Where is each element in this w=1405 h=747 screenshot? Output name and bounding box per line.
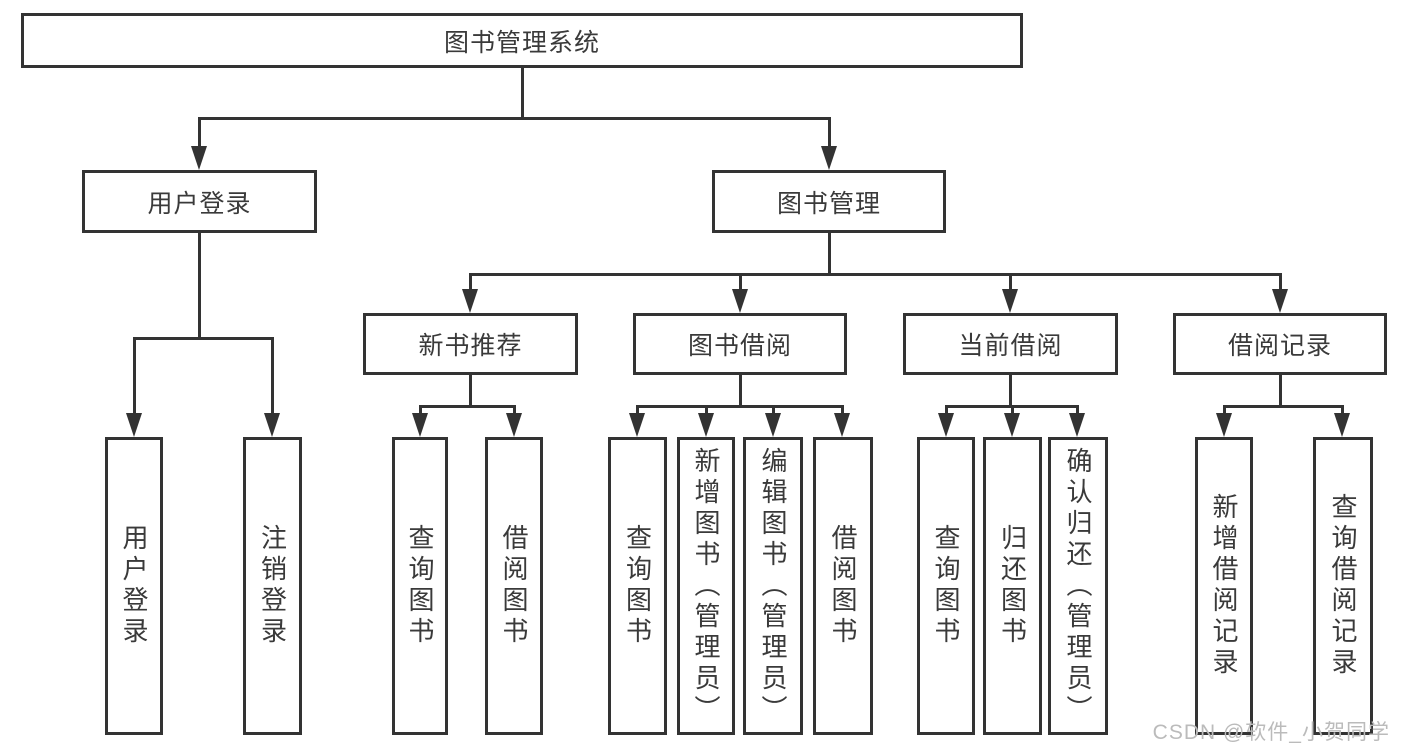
- node-current-borrow-label: 当前借阅: [958, 332, 1063, 360]
- connector-line: [198, 233, 201, 337]
- node-library-system-label: 图书管理系统: [443, 28, 600, 57]
- node-library-system: 图书管理系统: [21, 13, 1023, 68]
- arrow-down-icon: [834, 413, 850, 437]
- connector-line: [133, 337, 274, 340]
- connector-line: [1076, 405, 1079, 415]
- leaf-confirm-return-admin: 确认归还（管理员）: [1048, 437, 1108, 735]
- connector-line: [1341, 405, 1344, 415]
- connector-line: [1279, 273, 1282, 291]
- arrow-down-icon: [732, 289, 748, 313]
- node-borrow-records-label: 借阅记录: [1227, 332, 1332, 360]
- leaf-query-book-current: 查询图书: [917, 437, 975, 735]
- connector-line: [419, 405, 422, 415]
- connector-line: [198, 117, 831, 120]
- node-book-management: 图书管理: [712, 170, 946, 233]
- leaf-edit-book-admin: 编辑图书（管理员）: [743, 437, 803, 735]
- node-borrow-records: 借阅记录: [1173, 313, 1387, 375]
- connector-line: [945, 405, 948, 415]
- connector-line: [739, 375, 742, 405]
- leaf-add-borrow-record-label: 新增借阅记录: [1209, 493, 1239, 679]
- leaf-confirm-return-admin-label: 确认归还（管理员）: [1063, 446, 1093, 726]
- arrow-down-icon: [629, 413, 645, 437]
- leaf-user-login-label: 用户登录: [119, 524, 149, 648]
- leaf-query-book-newrec-label: 查询图书: [405, 524, 435, 648]
- leaf-add-book-admin: 新增图书（管理员）: [677, 437, 735, 735]
- leaf-query-book-borrow-label: 查询图书: [622, 524, 653, 648]
- connector-line: [1223, 405, 1344, 408]
- connector-line: [419, 405, 516, 408]
- connector-line: [271, 337, 274, 416]
- connector-line: [772, 405, 775, 415]
- connector-line: [705, 405, 708, 415]
- connector-line: [1223, 405, 1226, 415]
- arrow-down-icon: [821, 146, 837, 170]
- leaf-return-book-label: 归还图书: [997, 524, 1028, 648]
- connector-line: [133, 337, 136, 416]
- leaf-add-book-admin-label: 新增图书（管理员）: [691, 446, 721, 726]
- node-book-management-label: 图书管理: [776, 189, 881, 218]
- arrow-down-icon: [1069, 413, 1085, 437]
- connector-line: [828, 117, 831, 149]
- leaf-edit-book-admin-label: 编辑图书（管理员）: [758, 446, 788, 726]
- connector-line: [513, 405, 516, 415]
- node-user-login-label: 用户登录: [147, 189, 252, 218]
- connector-line: [739, 273, 742, 291]
- arrow-down-icon: [765, 413, 781, 437]
- leaf-query-book-borrow: 查询图书: [608, 437, 667, 735]
- node-book-borrow-label: 图书借阅: [687, 332, 792, 360]
- leaf-borrow-book-borrow: 借阅图书: [813, 437, 873, 735]
- arrow-down-icon: [1272, 289, 1288, 313]
- arrow-down-icon: [462, 289, 478, 313]
- node-user-login: 用户登录: [82, 170, 317, 233]
- leaf-user-login: 用户登录: [105, 437, 163, 735]
- leaf-query-book-newrec: 查询图书: [392, 437, 448, 735]
- node-book-borrow: 图书借阅: [633, 313, 847, 375]
- connector-line: [636, 405, 639, 415]
- connector-line: [1011, 405, 1014, 415]
- node-current-borrow: 当前借阅: [903, 313, 1118, 375]
- leaf-add-borrow-record: 新增借阅记录: [1195, 437, 1253, 735]
- leaf-borrow-book-borrow-label: 借阅图书: [828, 524, 858, 648]
- arrow-down-icon: [1216, 413, 1232, 437]
- connector-line: [469, 375, 472, 405]
- leaf-logout-label: 注销登录: [257, 524, 288, 648]
- leaf-borrow-book-newrec-label: 借阅图书: [499, 524, 529, 648]
- connector-line: [1009, 375, 1012, 405]
- node-new-book-recommend: 新书推荐: [363, 313, 578, 375]
- watermark: CSDN @软件_小贺同学: [1152, 721, 1390, 744]
- arrow-down-icon: [1334, 413, 1350, 437]
- connector-line: [636, 405, 844, 408]
- arrow-down-icon: [1002, 289, 1018, 313]
- arrow-down-icon: [506, 413, 522, 437]
- leaf-logout: 注销登录: [243, 437, 302, 735]
- connector-line: [841, 405, 844, 415]
- arrow-down-icon: [126, 413, 142, 437]
- leaf-query-book-current-label: 查询图书: [931, 524, 961, 648]
- arrow-down-icon: [264, 413, 280, 437]
- node-new-book-recommend-label: 新书推荐: [418, 332, 523, 360]
- leaf-borrow-book-newrec: 借阅图书: [485, 437, 543, 735]
- connector-line: [198, 117, 201, 149]
- arrow-down-icon: [191, 146, 207, 170]
- arrow-down-icon: [938, 413, 954, 437]
- connector-line: [469, 273, 1282, 276]
- arrow-down-icon: [412, 413, 428, 437]
- connector-line: [828, 233, 831, 273]
- arrow-down-icon: [1004, 413, 1020, 437]
- connector-line: [469, 273, 472, 291]
- leaf-return-book: 归还图书: [983, 437, 1042, 735]
- arrow-down-icon: [698, 413, 714, 437]
- leaf-query-borrow-record-label: 查询借阅记录: [1328, 493, 1358, 679]
- connector-line: [521, 68, 524, 117]
- connector-line: [1009, 273, 1012, 291]
- connector-line: [1279, 375, 1282, 405]
- leaf-query-borrow-record: 查询借阅记录: [1313, 437, 1373, 735]
